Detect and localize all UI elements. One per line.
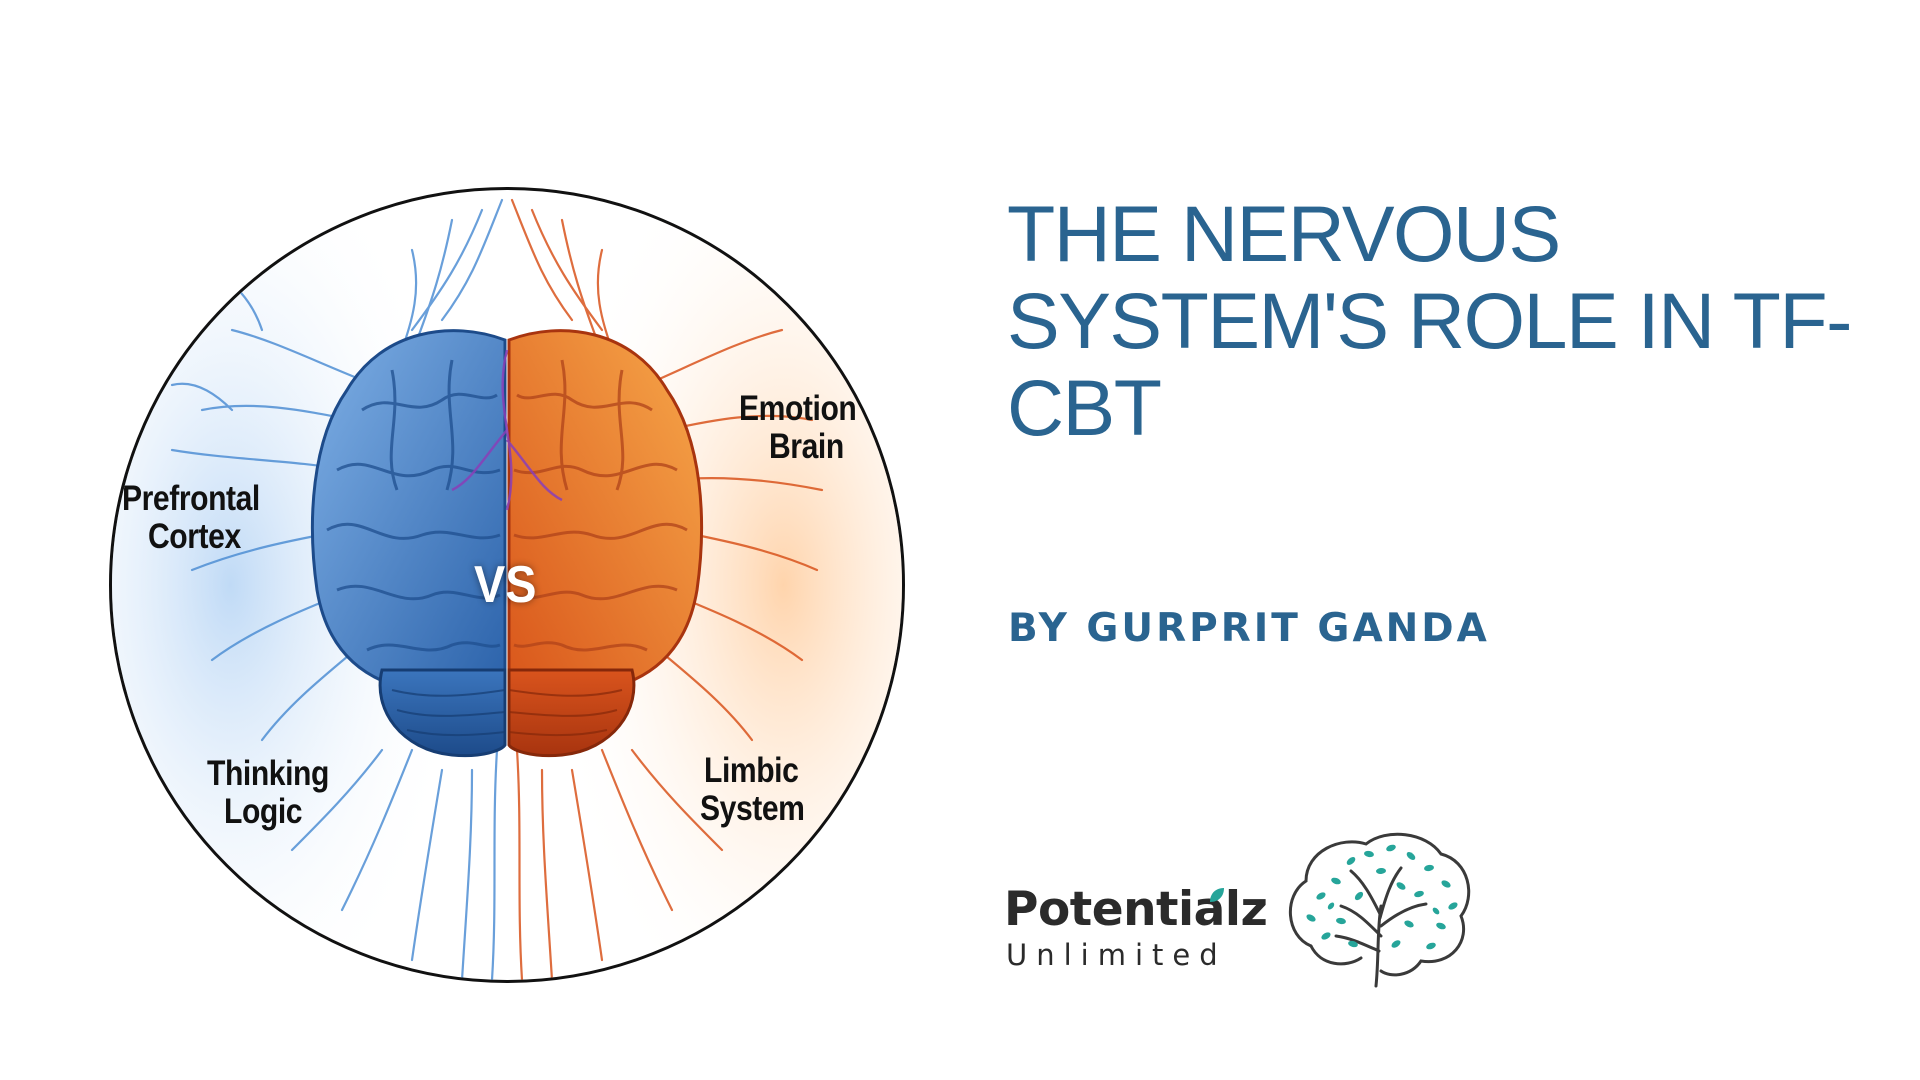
brain-comparison-illustration: VS Prefrontal Cortex Emotion Brain Think… [109, 187, 905, 983]
thinking-logic-label: Thinking [207, 754, 329, 793]
slide-title-line: CBT [1007, 363, 1162, 452]
leaf-icon [1210, 888, 1224, 902]
prefrontal-cortex-label-line2: Cortex [148, 517, 241, 556]
slide-title-line: SYSTEM'S ROLE IN TF- [1007, 276, 1852, 365]
emotion-brain-label: Emotion [739, 389, 857, 428]
potentialz-logo: Potentialz Unlimited [1004, 820, 1484, 995]
brain-illustration-icon [112, 190, 902, 980]
logo-name: Potentialz [1004, 882, 1268, 937]
prefrontal-cortex-label: Prefrontal [122, 479, 260, 518]
logo-tagline: Unlimited [1006, 938, 1227, 972]
thinking-logic-label-line2: Logic [224, 792, 303, 831]
limbic-system-label-line2: System [700, 789, 805, 828]
brain-tree-icon [1289, 832, 1471, 988]
versus-label: VS [474, 556, 537, 614]
author-byline: BY GURPRIT GANDA [1008, 606, 1490, 651]
emotion-brain-label-line2: Brain [769, 427, 844, 466]
limbic-system-label: Limbic [704, 751, 799, 790]
slide-title-line: THE NERVOUS [1007, 189, 1561, 278]
slide-title: THE NERVOUS SYSTEM'S ROLE IN TF- CBT [1007, 190, 1857, 451]
